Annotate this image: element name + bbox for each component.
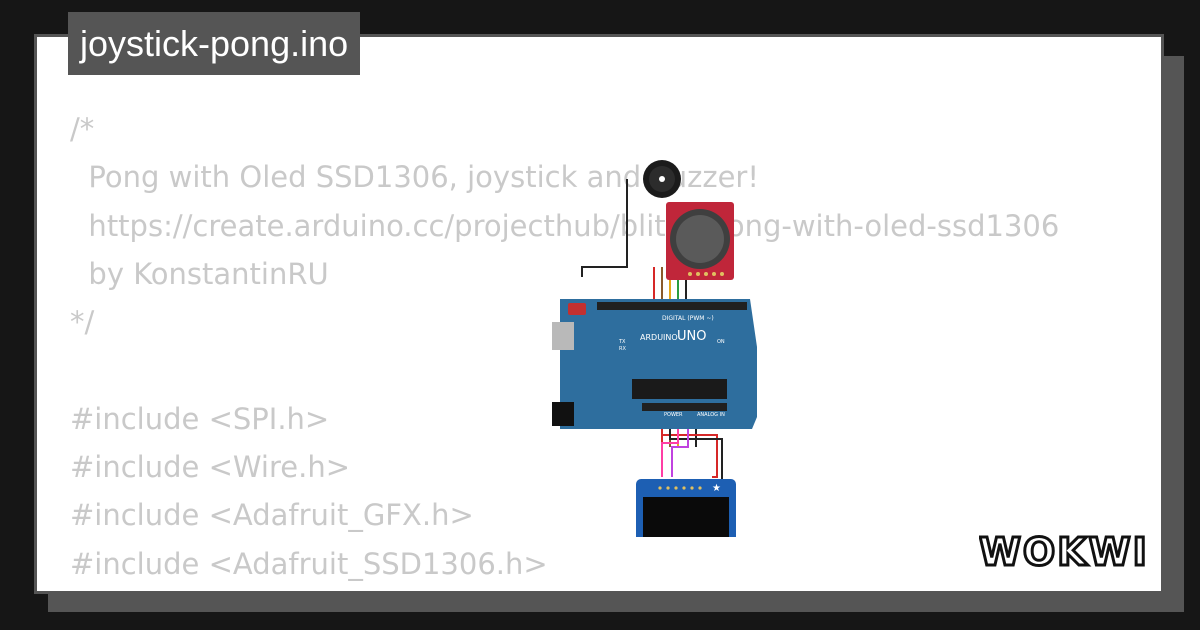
brand-label: ARDUINO xyxy=(640,333,678,342)
analog-header-label: ANALOG IN xyxy=(697,412,725,418)
circuit-diagram: DIGITAL (PWM ~) ARDUINO UNO POWER ANALOG… xyxy=(552,160,757,537)
code-line: #include <Wire.h> xyxy=(70,450,351,485)
on-label: ON xyxy=(717,339,725,345)
code-line: https://create.arduino.cc/projecthub/bli… xyxy=(70,208,1060,243)
power-header-label: POWER xyxy=(664,412,683,418)
code-line: #include <SPI.h> xyxy=(70,401,330,436)
svg-text:WOKWI: WOKWI xyxy=(979,530,1149,574)
code-line: #include <Adafruit_SSD1306.h> xyxy=(70,546,548,581)
code-line: */ xyxy=(70,305,95,340)
oled-display: ★ xyxy=(636,479,736,537)
buzzer xyxy=(643,160,681,198)
code-line: by KonstantinRU xyxy=(70,256,329,291)
digital-header-label: DIGITAL (PWM ~) xyxy=(662,315,714,322)
arduino-uno: DIGITAL (PWM ~) ARDUINO UNO POWER ANALOG… xyxy=(552,299,757,429)
wokwi-logo: WOKWI xyxy=(979,529,1149,576)
preview-card: /* Pong with Oled SSD1306, joystick and … xyxy=(34,34,1164,594)
rx-label: RX xyxy=(619,346,626,352)
file-title-tab: joystick-pong.ino xyxy=(68,12,361,75)
tx-label: TX xyxy=(618,339,626,345)
model-label: UNO xyxy=(677,329,706,344)
star-icon: ★ xyxy=(712,483,721,494)
code-line: #include <Adafruit_GFX.h> xyxy=(70,498,474,533)
code-line: /* xyxy=(70,112,95,146)
joystick-module xyxy=(666,202,734,280)
